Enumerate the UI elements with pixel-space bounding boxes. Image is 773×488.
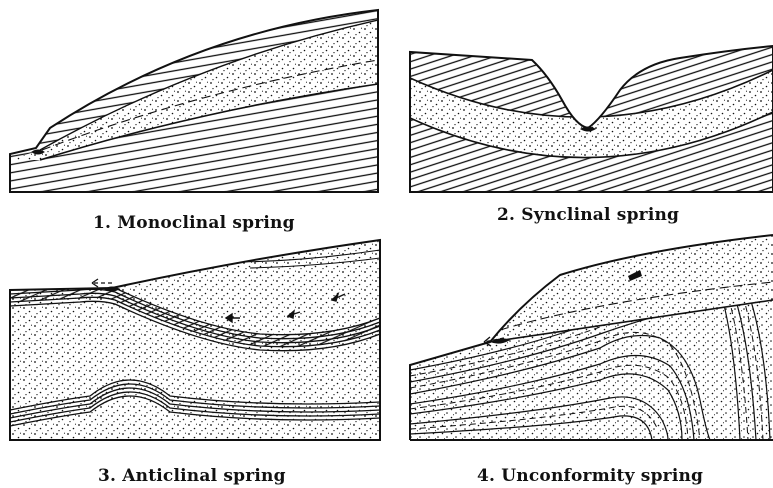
- unconformity-diagram: [400, 230, 773, 450]
- caption-anticlinal: 3. Anticlinal spring: [98, 466, 286, 486]
- flow-arrow-icon: [92, 279, 112, 287]
- anticlinal-diagram: [0, 230, 400, 450]
- caption-synclinal: 2. Synclinal spring: [497, 205, 679, 225]
- synclinal-diagram: [400, 0, 773, 200]
- caption-unconformity: 4. Unconformity spring: [477, 466, 703, 486]
- monoclinal-diagram: [0, 0, 400, 200]
- caption-monoclinal: 1. Monoclinal spring: [93, 213, 295, 233]
- spring-outlet-mark: [32, 150, 44, 154]
